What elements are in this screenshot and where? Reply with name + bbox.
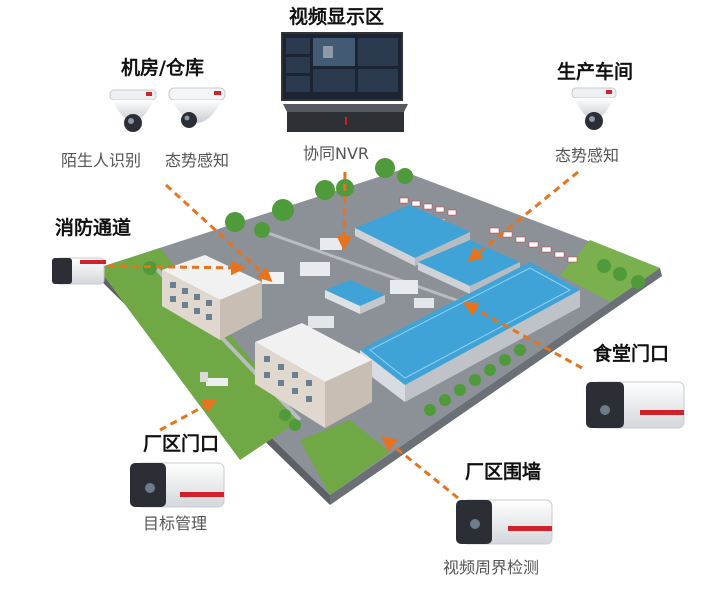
label-video-zone: 视频显示区 (289, 6, 385, 28)
caption-target: 目标管理 (143, 514, 208, 533)
caption-situation-1: 态势感知 (165, 151, 230, 170)
parked-vehicles (399, 197, 578, 263)
park-grass (98, 248, 300, 460)
label-canteen-gate: 食堂门口 (593, 343, 670, 365)
arrow-factory-wall (381, 436, 459, 500)
park-road (264, 230, 471, 307)
bullet-camera-icon (456, 499, 553, 545)
label-production: 生产车间 (557, 61, 634, 83)
connection-arrows (107, 170, 583, 500)
dome-camera-icon (109, 89, 157, 132)
caption-perimeter: 视频周界检测 (443, 558, 540, 577)
dome-camera-icon (571, 87, 617, 130)
label-server-room: 机房/仓库 (121, 57, 204, 79)
video-wall-monitor (281, 32, 403, 101)
arrow-fire-lane (107, 260, 246, 276)
bullet-camera-icon (586, 381, 685, 429)
central-buildings (262, 238, 434, 328)
arrow-factory-gate (159, 399, 218, 432)
huawei-logo-icon (345, 117, 347, 125)
caption-stranger: 陌生人识别 (61, 151, 142, 170)
arrow-canteen (462, 302, 583, 370)
bullet-camera-icon (52, 257, 106, 285)
caption-situation-2: 态势感知 (555, 146, 620, 165)
nvr-device (283, 104, 408, 132)
factory-gate-structure (200, 372, 228, 386)
turret-camera-icon (168, 87, 226, 128)
label-fire-lane: 消防通道 (55, 217, 132, 239)
park-base-side (330, 268, 662, 505)
office-building-2 (255, 323, 372, 428)
arrow-production (467, 170, 579, 262)
park-grass (300, 420, 390, 495)
label-factory-gate: 厂区门口 (143, 433, 220, 455)
bullet-camera-icon (130, 462, 225, 508)
warehouse-block (418, 240, 520, 294)
caption-nvr: 协同NVR (303, 144, 370, 163)
label-factory-wall: 厂区围墙 (465, 461, 542, 483)
park-grass (560, 240, 660, 302)
arrow-nvr (336, 171, 352, 251)
